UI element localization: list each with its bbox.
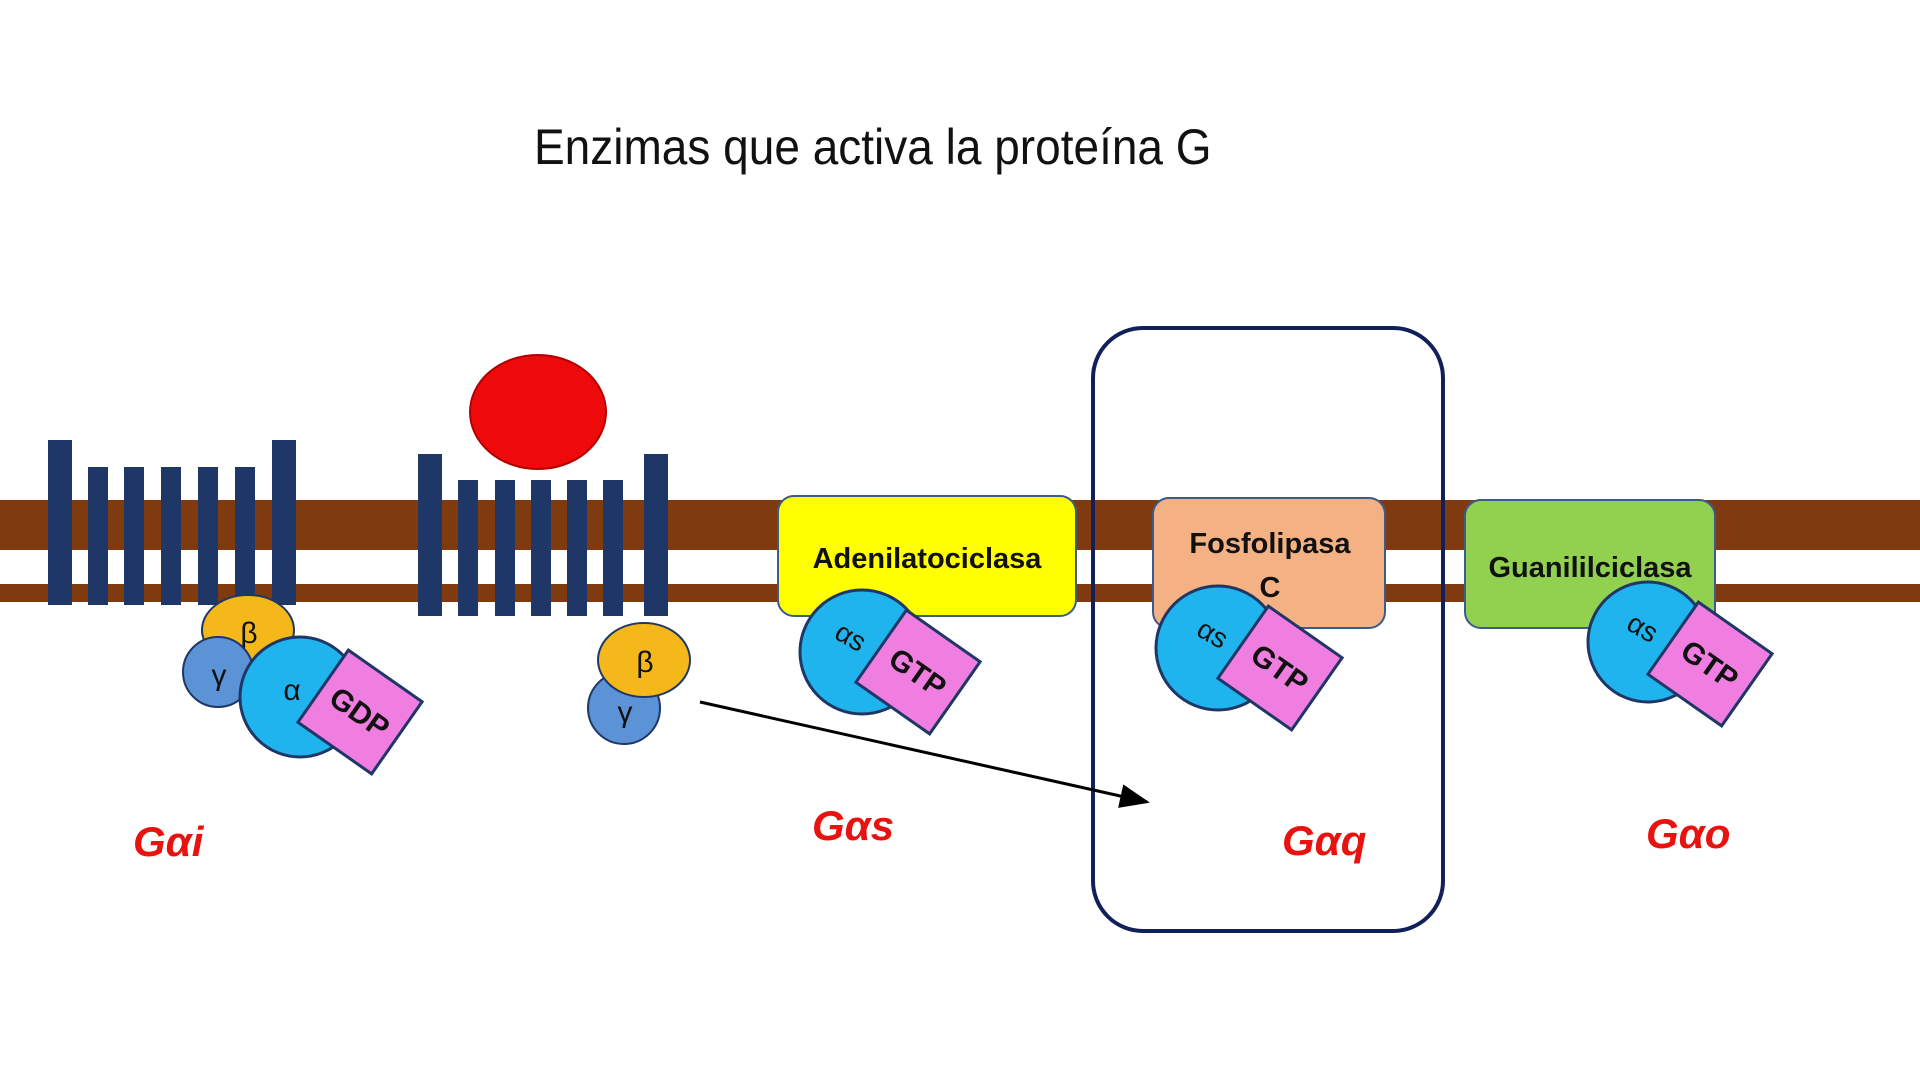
receptor-helix-7 — [272, 440, 296, 605]
receptor-helix-2 — [88, 467, 108, 605]
gtp-box — [1645, 600, 1775, 728]
label-gaq: Gαq — [1282, 817, 1366, 864]
receptor-helix-5 — [198, 467, 218, 605]
alpha-gtp-complex-gas: αs GTP — [798, 588, 983, 736]
receptor-helix-7 — [644, 454, 668, 616]
enzyme-label-fosfolipasa-line1: Fosfolipasa — [1189, 528, 1351, 560]
gamma-label: γ — [212, 659, 227, 692]
beta-gamma-dimer: γ β — [587, 622, 691, 745]
gamma-label: γ — [618, 696, 633, 729]
enzyme-label-fosfolipasa-line2: C — [1260, 572, 1281, 604]
receptor-helix-4 — [531, 480, 551, 616]
receptor-helix-1 — [418, 454, 442, 616]
beta-label: β — [240, 617, 257, 650]
enzyme-label-adenilatociclasa: Adenilatociclasa — [813, 543, 1043, 575]
receptor-active — [418, 454, 668, 616]
label-gai: Gαi — [133, 818, 205, 865]
label-gao: Gαo — [1646, 810, 1730, 857]
receptor-helix-1 — [48, 440, 72, 605]
alpha-gtp-complex-gao: αs GTP — [1586, 580, 1775, 728]
gtp-block: GTP — [1215, 604, 1345, 732]
receptor-helix-6 — [603, 480, 623, 616]
receptor-helix-3 — [495, 480, 515, 616]
alpha-label: α — [283, 674, 300, 707]
gtp-block: GTP — [853, 608, 983, 736]
g-protein-trimer: β γ α GDP — [182, 594, 425, 776]
receptor-helix-3 — [124, 467, 144, 605]
gdp-box — [295, 648, 425, 776]
enzyme-box-adenilatociclasa — [777, 495, 1077, 617]
receptor-helix-4 — [161, 467, 181, 605]
beta-label: β — [636, 646, 653, 679]
slide-title: Enzimas que activa la proteína G — [534, 119, 1212, 175]
receptor-inactive — [48, 440, 296, 605]
gtp-block: GTP — [1645, 600, 1775, 728]
gtp-box — [1215, 604, 1345, 732]
alpha-gtp-complex-gaq: αs GTP — [1154, 584, 1345, 732]
receptor-helix-5 — [567, 480, 587, 616]
ligand — [469, 354, 607, 470]
beta-subunit — [597, 622, 691, 698]
receptor-helix-2 — [458, 480, 478, 616]
label-gas: Gαs — [812, 802, 894, 849]
enzyme-label-guanililciclasa: Guanililciclasa — [1488, 552, 1692, 584]
highlight-box-gaq — [1091, 326, 1445, 933]
arrow-to-gaq — [699, 700, 1150, 808]
gtp-box — [853, 608, 983, 736]
receptor-helix-6 — [235, 467, 255, 605]
gdp-block: GDP — [295, 648, 425, 776]
